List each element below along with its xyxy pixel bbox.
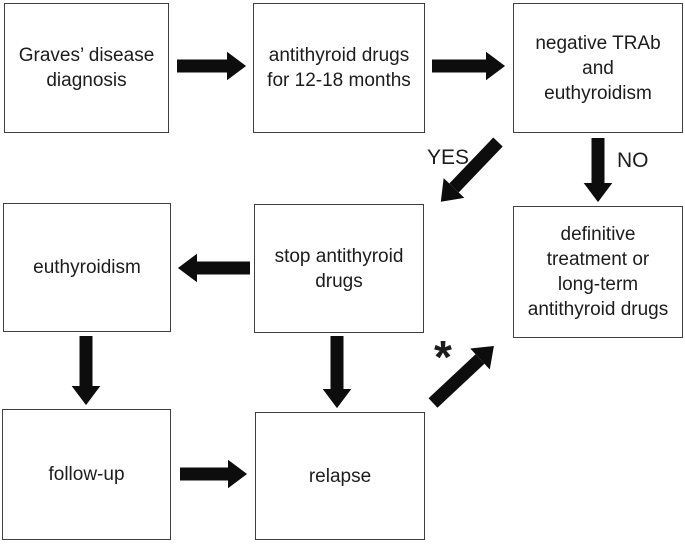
edge-label-asterisk: *: [434, 331, 452, 383]
flow-box-antithyroid-drugs: antithyroid drugs for 12-18 months: [253, 3, 425, 133]
flow-box-label: relapse: [308, 465, 372, 487]
flow-box-euthyroidism: euthyroidism: [3, 203, 171, 332]
flow-box-follow-up: follow-up: [2, 409, 171, 540]
flow-box-graves-diagnosis: Graves’ disease diagnosis: [4, 3, 169, 133]
flow-box-label: Graves’ disease diagnosis: [18, 45, 155, 91]
edge-label-no: NO: [617, 149, 649, 172]
flow-box-label: follow-up: [48, 464, 125, 485]
flow-box-label: euthyroidism: [33, 257, 141, 278]
flow-box-label: negative TRAb and euthyroidism: [535, 32, 661, 104]
edge-label-yes: YES: [427, 146, 470, 169]
flow-box-label: stop antithyroid drugs: [274, 245, 404, 292]
flow-box-label: definitive treatment or long-term antith…: [527, 224, 669, 320]
flow-box-relapse: relapse: [255, 412, 425, 540]
flow-box-label: antithyroid drugs for 12-18 months: [267, 45, 411, 91]
flow-box-stop-antithyroid-drugs: stop antithyroid drugs: [254, 204, 424, 333]
flow-box-negative-trab-euthyroidism: negative TRAb and euthyroidism: [513, 3, 683, 133]
flow-box-definitive-treatment: definitive treatment or long-term antith…: [513, 206, 683, 338]
